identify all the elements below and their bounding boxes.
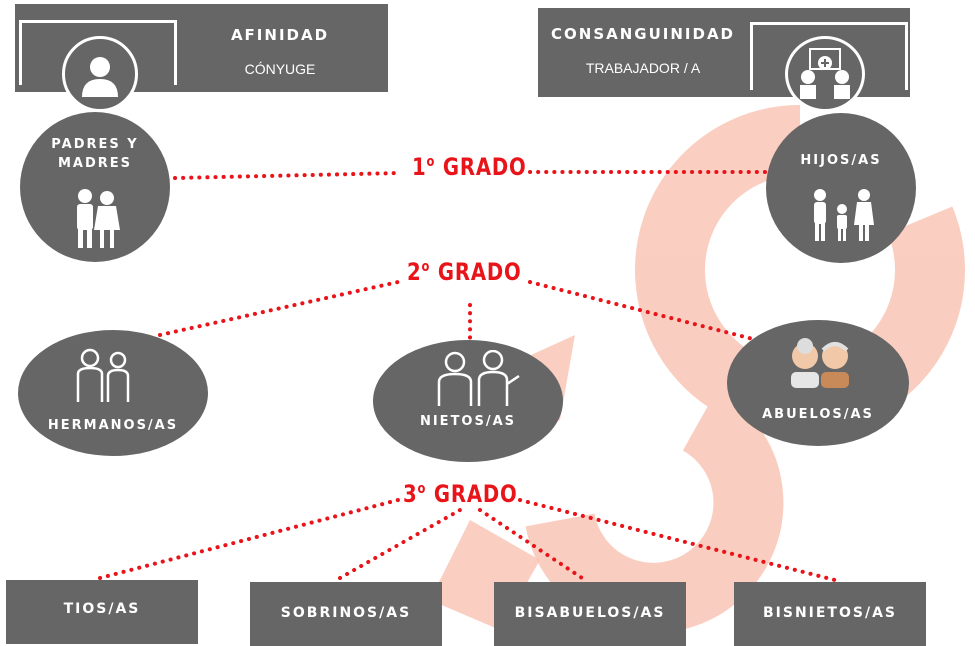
- node-padres: PADRES Y MADRES: [20, 112, 170, 262]
- node-tios: TIOS/AS: [6, 580, 198, 644]
- afinidad-title: AFINIDAD: [230, 26, 330, 44]
- bisabuelos-label: BISABUELOS/AS: [514, 605, 666, 621]
- node-nietos: NIETOS/AS: [373, 340, 563, 462]
- node-sobrinos: SOBRINOS/AS: [250, 582, 442, 646]
- grandparents-icon: [791, 338, 849, 388]
- grado-3-word: GRADO: [433, 480, 518, 508]
- hermanos-label: HERMANOS/AS: [47, 418, 179, 433]
- node-bisnietos: BISNIETOS/AS: [734, 582, 926, 646]
- siblings-icon: [76, 348, 130, 402]
- grado-2-sup: o: [421, 259, 431, 275]
- node-bisabuelos: BISABUELOS/AS: [494, 582, 686, 646]
- grado-3-number: 3: [403, 480, 418, 508]
- padres-label-line2: MADRES: [57, 156, 133, 171]
- person-icon: [62, 36, 138, 112]
- parents-icon: [77, 189, 120, 248]
- grandchildren-icon: [437, 350, 520, 406]
- bisnietos-label: BISNIETOS/AS: [762, 605, 898, 621]
- grado-1-label: 1o GRADO: [412, 153, 527, 181]
- node-hijos: HIJOS/AS: [766, 113, 916, 263]
- padres-label-line1: PADRES Y: [51, 137, 139, 152]
- family-icon: [814, 189, 874, 241]
- tios-label: TIOS/AS: [63, 601, 141, 617]
- consanguinidad-title: CONSANGUINIDAD: [551, 25, 735, 43]
- grado-2-word: GRADO: [437, 258, 522, 286]
- grado-3-sup: o: [417, 481, 427, 497]
- grado-1-number: 1: [412, 153, 427, 181]
- consanguinidad-subtitle: TRABAJADOR / A: [585, 60, 701, 76]
- abuelos-label: ABUELOS/AS: [762, 407, 874, 422]
- grado-2-label: 2o GRADO: [407, 258, 522, 286]
- afinidad-subtitle: CÓNYUGE: [244, 61, 316, 77]
- medical-couple-icon: [785, 36, 865, 112]
- nietos-label: NIETOS/AS: [419, 414, 517, 429]
- grado-1-sup: o: [426, 154, 436, 170]
- grado-1-word: GRADO: [442, 153, 527, 181]
- node-hermanos: HERMANOS/AS: [18, 330, 208, 456]
- hijos-label: HIJOS/AS: [800, 153, 882, 168]
- grado-2-number: 2: [407, 258, 422, 286]
- sobrinos-label: SOBRINOS/AS: [280, 605, 412, 621]
- node-abuelos: ABUELOS/AS: [727, 320, 909, 446]
- grado-3-label: 3o GRADO: [403, 480, 518, 508]
